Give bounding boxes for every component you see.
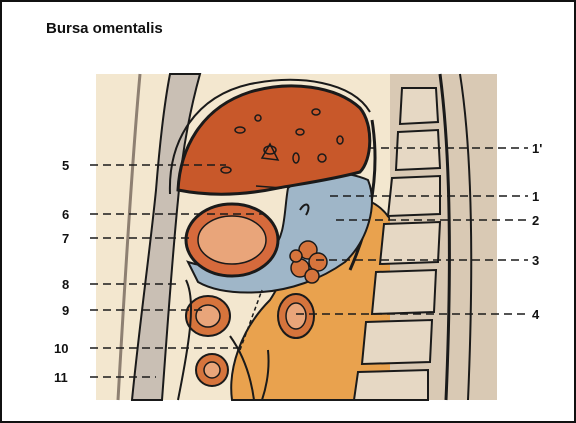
label-1: 1 bbox=[532, 189, 539, 204]
label-8: 8 bbox=[62, 277, 69, 292]
label-2: 2 bbox=[532, 213, 539, 228]
label-9: 9 bbox=[62, 303, 69, 318]
label-6: 6 bbox=[62, 207, 69, 222]
label-4: 4 bbox=[532, 307, 540, 322]
label-5: 5 bbox=[62, 158, 69, 173]
label-7: 7 bbox=[62, 231, 69, 246]
label-3: 3 bbox=[532, 253, 539, 268]
label-1-prime: 1' bbox=[532, 141, 542, 156]
small-intestine-lumen bbox=[204, 362, 220, 378]
transverse-colon-lumen bbox=[196, 305, 220, 327]
label-10: 10 bbox=[54, 341, 68, 356]
stomach-lumen bbox=[198, 216, 266, 264]
label-11: 11 bbox=[54, 370, 68, 385]
duodenum-lumen bbox=[286, 303, 306, 329]
